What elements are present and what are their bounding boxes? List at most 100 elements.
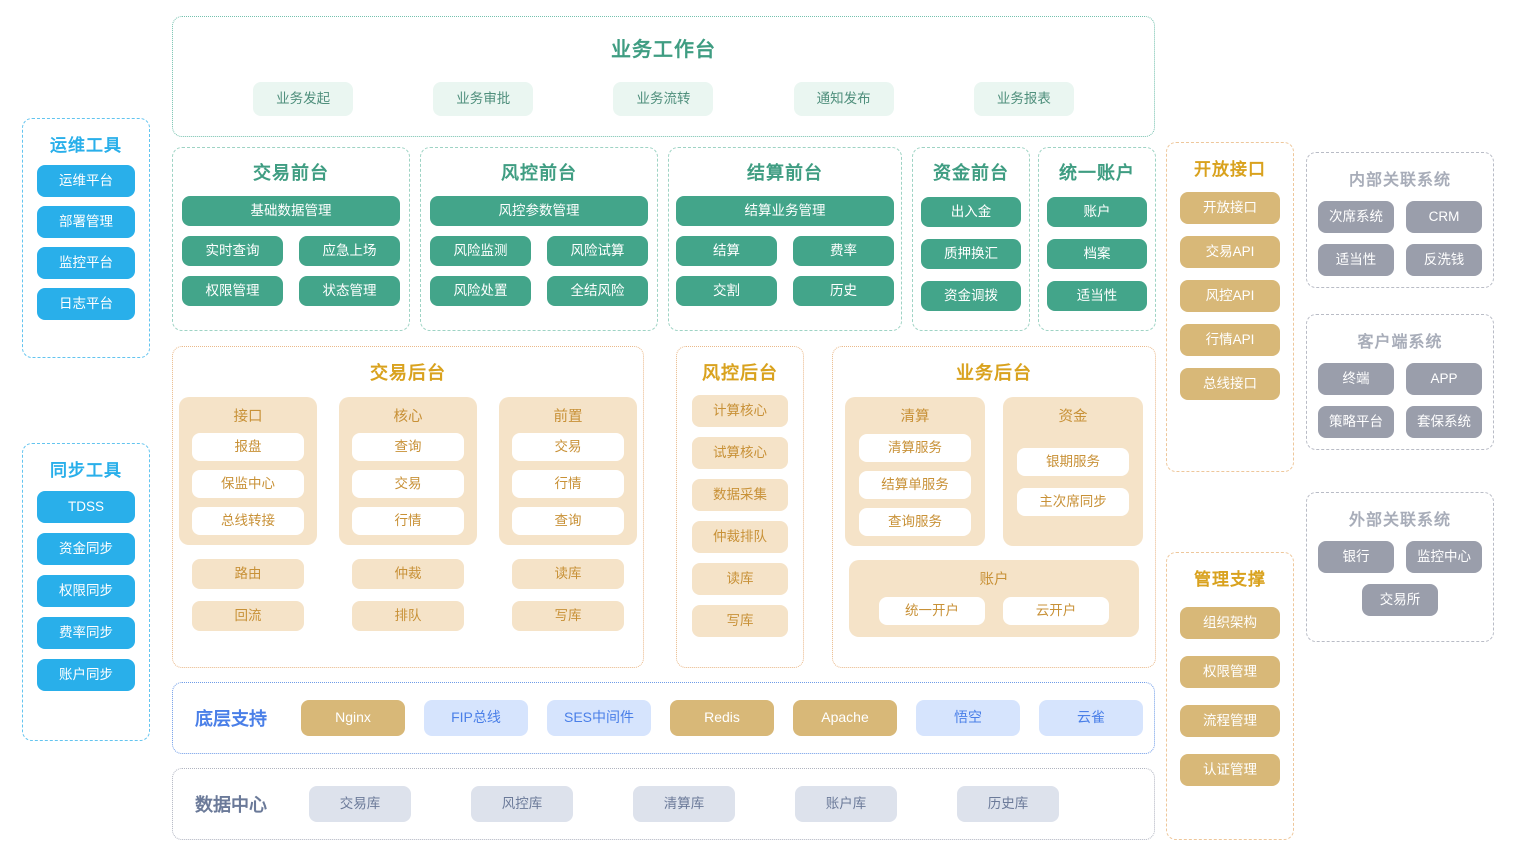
- infra-item[interactable]: Apache: [793, 700, 897, 736]
- back-trade-extra-item[interactable]: 回流: [192, 601, 304, 631]
- sync-tool-item[interactable]: TDSS: [37, 491, 135, 523]
- back-business-item[interactable]: 银期服务: [1017, 448, 1129, 476]
- back-business-item[interactable]: 清算服务: [859, 434, 971, 462]
- back-business-item[interactable]: 结算单服务: [859, 471, 971, 499]
- front-fund-item[interactable]: 资金调拨: [921, 281, 1021, 311]
- back-trade-item[interactable]: 交易: [512, 433, 624, 461]
- back-trade-item[interactable]: 行情: [512, 470, 624, 498]
- front-risk-main[interactable]: 风控参数管理: [430, 196, 648, 226]
- internal-systems-row: 次席系统 CRM: [1307, 201, 1493, 233]
- front-settlement-main[interactable]: 结算业务管理: [676, 196, 894, 226]
- workbench-item[interactable]: 业务报表: [973, 82, 1074, 116]
- front-account-item[interactable]: 账户: [1047, 197, 1147, 227]
- data-center-item[interactable]: 历史库: [957, 786, 1059, 822]
- back-trade-item[interactable]: 总线转接: [192, 507, 304, 535]
- back-trade-extra-item[interactable]: 排队: [352, 601, 464, 631]
- front-account-item[interactable]: 档案: [1047, 239, 1147, 269]
- back-business-item[interactable]: 主次席同步: [1017, 488, 1129, 516]
- open-api-item[interactable]: 交易API: [1180, 236, 1280, 268]
- management-item[interactable]: 流程管理: [1180, 705, 1280, 737]
- ops-tool-item[interactable]: 监控平台: [37, 247, 135, 279]
- front-trade-main[interactable]: 基础数据管理: [182, 196, 400, 226]
- back-trade-item[interactable]: 保监中心: [192, 470, 304, 498]
- workbench-item[interactable]: 通知发布: [793, 82, 894, 116]
- panel-data-center: 数据中心 交易库 风控库 清算库 账户库 历史库: [172, 768, 1155, 840]
- open-api-item[interactable]: 总线接口: [1180, 368, 1280, 400]
- back-risk-item[interactable]: 仲裁排队: [692, 521, 788, 553]
- back-trade-extra-item[interactable]: 路由: [192, 559, 304, 589]
- infra-item[interactable]: 悟空: [916, 700, 1020, 736]
- back-risk-item[interactable]: 计算核心: [692, 395, 788, 427]
- front-risk-item[interactable]: 全结风险: [547, 276, 648, 306]
- workbench-item[interactable]: 业务审批: [433, 82, 534, 116]
- ops-tool-item[interactable]: 运维平台: [37, 165, 135, 197]
- back-trade-item[interactable]: 报盘: [192, 433, 304, 461]
- back-trade-item[interactable]: 交易: [352, 470, 464, 498]
- open-api-item[interactable]: 行情API: [1180, 324, 1280, 356]
- front-fund-item[interactable]: 出入金: [921, 197, 1021, 227]
- infra-item[interactable]: Redis: [670, 700, 774, 736]
- back-trade-extra-item[interactable]: 读库: [512, 559, 624, 589]
- back-trade-item[interactable]: 查询: [352, 433, 464, 461]
- client-system-item[interactable]: 终端: [1318, 363, 1394, 395]
- back-risk-item[interactable]: 数据采集: [692, 479, 788, 511]
- client-system-item[interactable]: 策略平台: [1318, 406, 1394, 438]
- sync-tool-item[interactable]: 费率同步: [37, 617, 135, 649]
- workbench-item[interactable]: 业务发起: [253, 82, 354, 116]
- open-api-item[interactable]: 风控API: [1180, 280, 1280, 312]
- data-center-item[interactable]: 交易库: [309, 786, 411, 822]
- management-item[interactable]: 组织架构: [1180, 607, 1280, 639]
- back-trade-item[interactable]: 行情: [352, 507, 464, 535]
- front-risk-item[interactable]: 风险试算: [547, 236, 648, 266]
- external-system-item[interactable]: 交易所: [1362, 584, 1438, 616]
- infra-item[interactable]: SES中间件: [547, 700, 651, 736]
- client-system-item[interactable]: APP: [1406, 363, 1482, 395]
- group-label: 账户: [979, 572, 1009, 588]
- sync-tool-item[interactable]: 账户同步: [37, 659, 135, 691]
- panel-title-internal-systems: 内部关联系统: [1348, 172, 1451, 189]
- sync-tool-item[interactable]: 权限同步: [37, 575, 135, 607]
- internal-system-item[interactable]: CRM: [1406, 201, 1482, 233]
- back-trade-extra-item[interactable]: 仲裁: [352, 559, 464, 589]
- internal-system-item[interactable]: 次席系统: [1318, 201, 1394, 233]
- data-center-item[interactable]: 账户库: [795, 786, 897, 822]
- back-business-item[interactable]: 查询服务: [859, 508, 971, 536]
- external-system-item[interactable]: 银行: [1318, 541, 1394, 573]
- infra-item[interactable]: Nginx: [301, 700, 405, 736]
- back-trade-item[interactable]: 查询: [512, 507, 624, 535]
- front-trade-item[interactable]: 应急上场: [299, 236, 400, 266]
- client-system-item[interactable]: 套保系统: [1406, 406, 1482, 438]
- internal-system-item[interactable]: 适当性: [1318, 244, 1394, 276]
- management-item[interactable]: 认证管理: [1180, 754, 1280, 786]
- data-center-item[interactable]: 风控库: [471, 786, 573, 822]
- front-trade-item[interactable]: 权限管理: [182, 276, 283, 306]
- back-business-account-item[interactable]: 统一开户: [879, 597, 985, 625]
- data-center-item[interactable]: 清算库: [633, 786, 735, 822]
- management-item[interactable]: 权限管理: [1180, 656, 1280, 688]
- front-risk-item[interactable]: 风险监测: [430, 236, 531, 266]
- front-settlement-item[interactable]: 交割: [676, 276, 777, 306]
- back-business-account-item[interactable]: 云开户: [1003, 597, 1109, 625]
- front-trade-item[interactable]: 状态管理: [299, 276, 400, 306]
- open-api-item[interactable]: 开放接口: [1180, 192, 1280, 224]
- back-risk-item[interactable]: 读库: [692, 563, 788, 595]
- ops-tool-item[interactable]: 部署管理: [37, 206, 135, 238]
- workbench-item[interactable]: 业务流转: [613, 82, 714, 116]
- ops-tool-item[interactable]: 日志平台: [37, 288, 135, 320]
- back-risk-item[interactable]: 写库: [692, 605, 788, 637]
- front-fund-item[interactable]: 质押换汇: [921, 239, 1021, 269]
- front-settlement-item[interactable]: 历史: [793, 276, 894, 306]
- front-settlement-item[interactable]: 费率: [793, 236, 894, 266]
- front-settlement-item[interactable]: 结算: [676, 236, 777, 266]
- back-trade-extra-item[interactable]: 写库: [512, 601, 624, 631]
- back-risk-item[interactable]: 试算核心: [692, 437, 788, 469]
- front-risk-item[interactable]: 风险处置: [430, 276, 531, 306]
- external-system-item[interactable]: 监控中心: [1406, 541, 1482, 573]
- front-account-item[interactable]: 适当性: [1047, 281, 1147, 311]
- front-trade-item[interactable]: 实时查询: [182, 236, 283, 266]
- infra-item[interactable]: 云雀: [1039, 700, 1143, 736]
- internal-system-item[interactable]: 反洗钱: [1406, 244, 1482, 276]
- infra-item[interactable]: FIP总线: [424, 700, 528, 736]
- back-trade-groups: 接口 报盘 保监中心 总线转接 核心 查询 交易 行情 前置 交易 行情 查询: [173, 397, 643, 545]
- sync-tool-item[interactable]: 资金同步: [37, 533, 135, 565]
